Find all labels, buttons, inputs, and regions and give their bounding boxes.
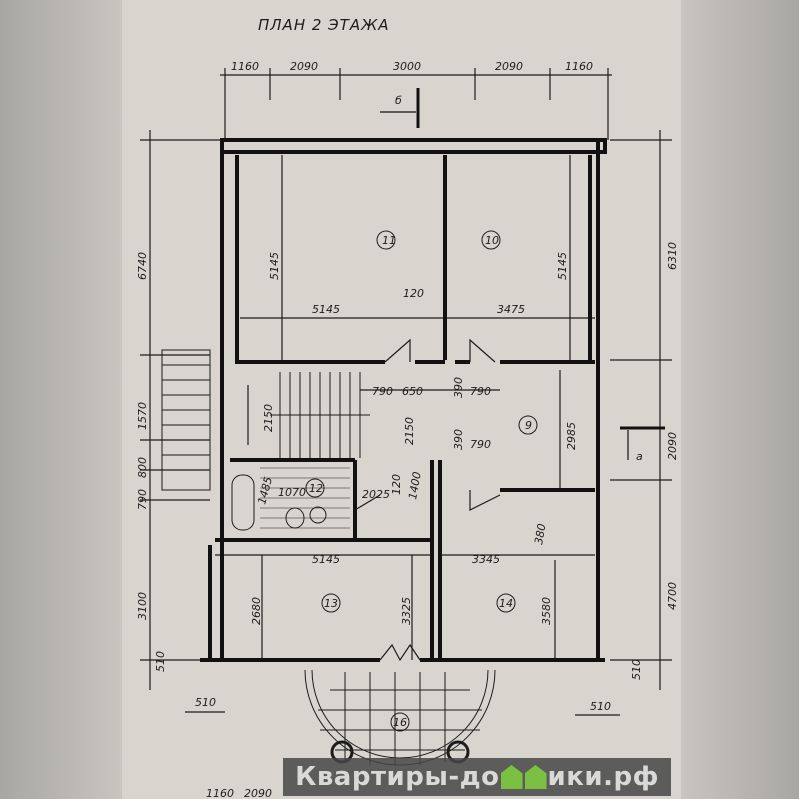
room-14-height: 3580 (540, 597, 553, 625)
stair-length: 2150 (262, 404, 275, 432)
room-10-height: 5145 (556, 252, 569, 280)
right-dim: 6310 (666, 242, 679, 270)
left-dim: 1570 (136, 402, 149, 430)
bottom-left-dim: 510 (195, 696, 216, 709)
bath-dim: 2025 (362, 488, 390, 501)
section-mark-b: б (395, 94, 402, 107)
bottom-dim: 2090 (244, 787, 272, 799)
room-11-height: 5145 (268, 252, 281, 280)
room-label-16: 16 (393, 716, 407, 729)
bottom-right-dim: 510 (590, 700, 611, 713)
right-dim: 4700 (666, 582, 679, 610)
room-label-12: 12 (309, 482, 323, 495)
room-label-14: 14 (499, 597, 513, 610)
bottom-dim: 1160 (206, 787, 234, 799)
top-dim: 2090 (290, 60, 318, 73)
doors (354, 338, 501, 662)
room-circles (305, 230, 538, 732)
left-dim: 3100 (136, 592, 149, 620)
room-label-11: 11 (382, 234, 396, 247)
room-9-height: 2985 (565, 422, 578, 450)
room-13-height-2: 3325 (400, 597, 413, 625)
right-dim: 2090 (666, 432, 679, 460)
blurred-border-right (681, 0, 799, 799)
room-11-width: 5145 (312, 303, 340, 316)
paper-sheet (122, 0, 681, 799)
blurred-border-left (0, 0, 122, 799)
watermark-text-end: ики.рф (547, 762, 659, 792)
left-dim: 6740 (136, 252, 149, 280)
room-9-dim: 390 (452, 429, 465, 450)
section-mark-a: а (636, 450, 643, 463)
corridor-dim: 390 (452, 377, 465, 398)
bath-dim: 1070 (278, 486, 306, 499)
room-10-width: 3475 (497, 303, 525, 316)
room-label-10: 10 (485, 234, 499, 247)
corridor-dim: 790 (372, 385, 393, 398)
top-dim: 3000 (393, 60, 421, 73)
room-label-13: 13 (324, 597, 338, 610)
room-14-niche: 380 (532, 523, 548, 546)
house-icon (524, 765, 547, 789)
left-dim: 800 (136, 457, 149, 478)
room-9-dim: 790 (470, 438, 491, 451)
right-dim: 510 (630, 659, 643, 680)
bath-dim: 1400 (406, 471, 424, 501)
top-dim: 1160 (231, 60, 259, 73)
bath-dim: 120 (390, 474, 403, 495)
plan-title: ПЛАН 2 ЭТАЖА (258, 16, 390, 34)
top-dim: 1160 (565, 60, 593, 73)
section-markers (380, 88, 665, 460)
bathroom-fixtures (231, 467, 350, 531)
wall-thickness: 120 (403, 287, 424, 300)
left-dim: 790 (136, 489, 149, 510)
top-dim: 2090 (495, 60, 523, 73)
watermark-text-start: Квартиры-до (295, 762, 500, 792)
watermark-banner: Квартиры-до ики.рф (283, 758, 671, 796)
corridor-dim: 650 (402, 385, 423, 398)
left-dim: 510 (154, 651, 167, 672)
room-14-width: 3345 (472, 553, 500, 566)
walls (200, 138, 607, 662)
room-13-width: 5145 (312, 553, 340, 566)
dimension-lines (140, 68, 672, 716)
corridor-length: 2150 (403, 417, 416, 445)
room-13-height: 2680 (250, 597, 263, 625)
bath-dim: 1485 (255, 475, 275, 505)
house-icon (500, 765, 523, 789)
room-label-9: 9 (525, 419, 532, 432)
staircase (161, 349, 370, 491)
corridor-dim: 790 (470, 385, 491, 398)
